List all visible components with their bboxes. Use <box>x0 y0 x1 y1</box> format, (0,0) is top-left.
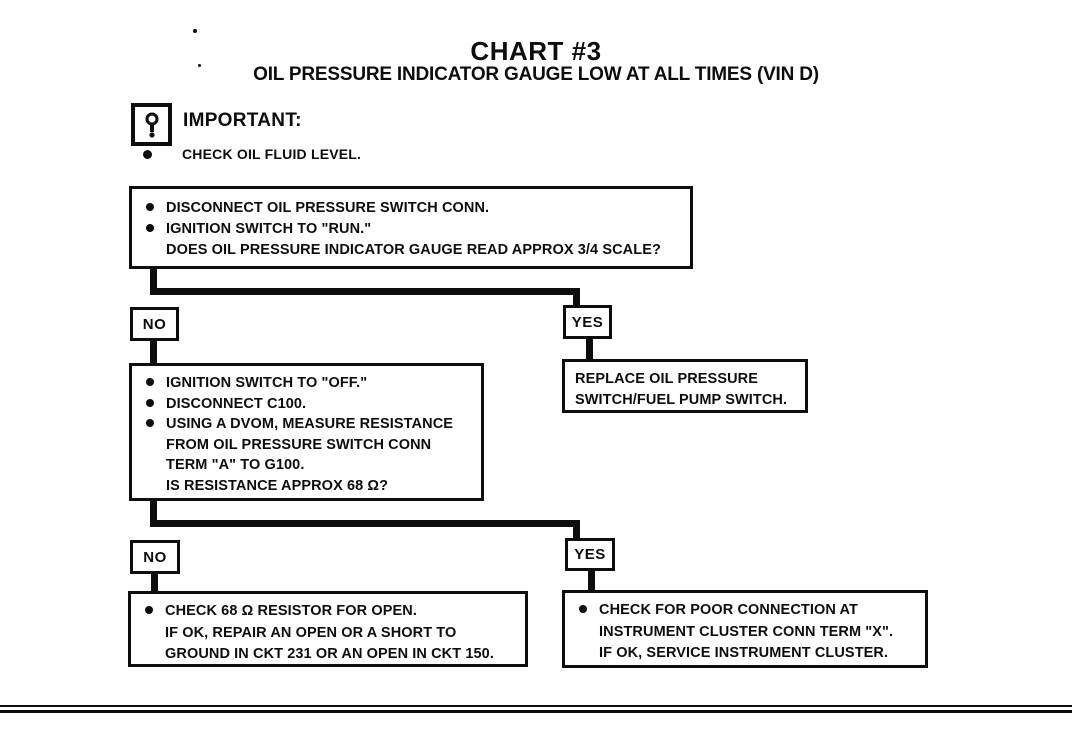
scan-speck <box>193 29 197 33</box>
important-label: IMPORTANT: <box>183 110 302 131</box>
bottom-rule <box>0 705 1072 707</box>
result-box-check-resistor: CHECK 68 Ω RESISTOR FOR OPEN. IF OK, REP… <box>128 591 528 667</box>
connector-line <box>150 269 157 295</box>
connector-line <box>586 339 593 361</box>
step2-bullet-1: IGNITION SWITCH TO "OFF." <box>146 375 368 391</box>
important-note: CHECK OIL FLUID LEVEL. <box>143 146 361 162</box>
decision-box-step1: DISCONNECT OIL PRESSURE SWITCH CONN. IGN… <box>129 186 693 269</box>
bottom-rule <box>0 710 1072 713</box>
step2-bullet-2: DISCONNECT C100. <box>146 395 307 412</box>
branch2-no-label: NO <box>130 540 180 574</box>
step2-question: IS RESISTANCE APPROX 68 Ω? <box>166 477 389 494</box>
page-title: CHART #3 <box>470 36 602 66</box>
branch1-yes-label: YES <box>563 305 612 339</box>
page-subtitle: OIL PRESSURE INDICATOR GAUGE LOW AT ALL … <box>253 64 819 85</box>
connector-line <box>150 501 157 527</box>
step2-bullet-3: USING A DVOM, MEASURE RESISTANCE <box>146 416 454 432</box>
branch1-no-label: NO <box>130 307 179 341</box>
result-box-replace-switch: REPLACE OIL PRESSURE SWITCH/FUEL PUMP SW… <box>562 359 808 413</box>
connector-line <box>573 288 580 307</box>
bullet-icon <box>143 149 152 159</box>
decision-box-step2: IGNITION SWITCH TO "OFF." DISCONNECT C10… <box>129 363 484 501</box>
exclamation-icon <box>145 112 158 138</box>
step1-bullet-1: DISCONNECT OIL PRESSURE SWITCH CONN. <box>146 200 490 216</box>
connector-line <box>588 571 595 591</box>
step1-question: DOES OIL PRESSURE INDICATOR GAUGE READ A… <box>166 242 661 258</box>
connector-line <box>151 574 158 592</box>
connector-line <box>150 341 157 365</box>
branch2-yes-label: YES <box>565 538 615 571</box>
important-note-text: CHECK OIL FLUID LEVEL. <box>182 146 362 162</box>
important-icon <box>131 103 172 146</box>
step1-bullet-2: IGNITION SWITCH TO "RUN." <box>146 221 372 237</box>
connector-line <box>150 520 580 527</box>
connector-line <box>573 520 580 540</box>
scan-speck <box>198 64 201 67</box>
result-box-check-connection: CHECK FOR POOR CONNECTION AT INSTRUMENT … <box>562 590 928 668</box>
connector-line <box>150 288 580 295</box>
